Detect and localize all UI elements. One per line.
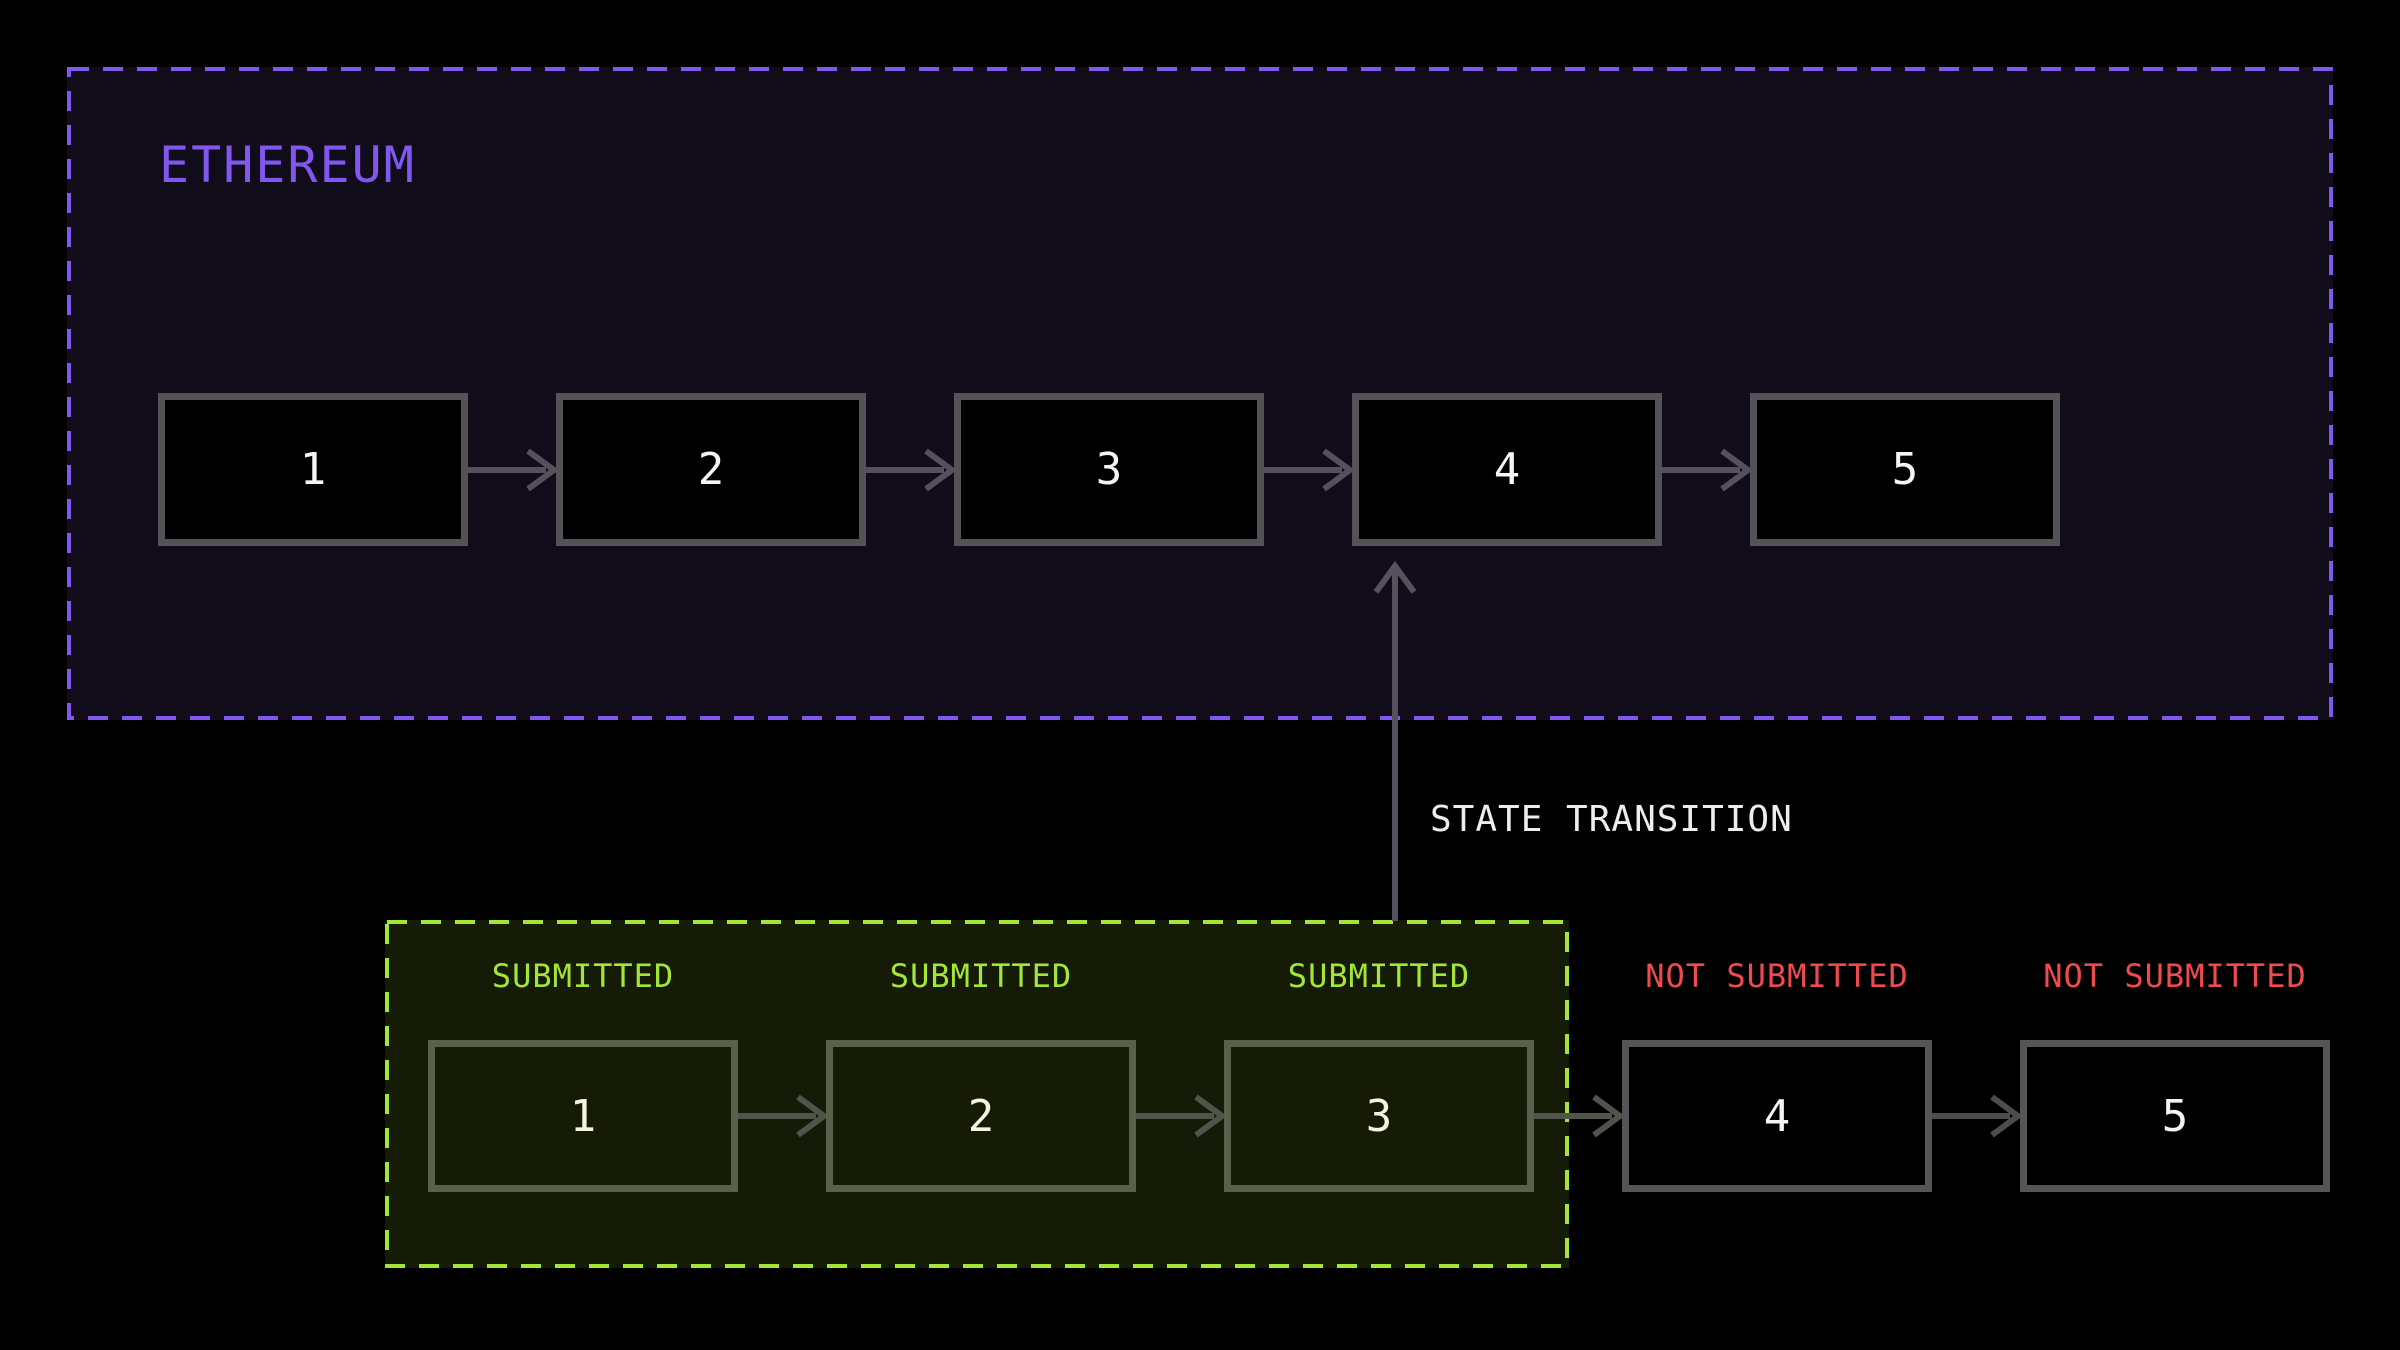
eth-block-3: 3 (954, 393, 1264, 546)
status-label-3: SUBMITTED (1287, 957, 1471, 995)
block-number: 4 (1493, 444, 1521, 495)
status-label-1: SUBMITTED (491, 957, 675, 995)
block-number: 2 (967, 1090, 995, 1142)
batch-block-5: 5 (2020, 1040, 2330, 1192)
block-number: 1 (569, 1090, 597, 1142)
ethereum-label: ETHEREUM (159, 136, 416, 194)
state-transition-label: STATE TRANSITION (1430, 799, 1793, 840)
batch-block-2: 2 (826, 1040, 1136, 1192)
block-number: 2 (697, 444, 725, 495)
status-label-4: NOT SUBMITTED (1645, 957, 1909, 995)
batch-block-1: 1 (428, 1040, 738, 1192)
block-number: 3 (1095, 444, 1123, 495)
eth-block-5: 5 (1750, 393, 2060, 546)
eth-block-2: 2 (556, 393, 866, 546)
batch-block-3: 3 (1224, 1040, 1534, 1192)
status-label-5: NOT SUBMITTED (2043, 957, 2307, 995)
eth-block-4: 4 (1352, 393, 1662, 546)
block-number: 4 (1763, 1090, 1791, 1142)
block-number: 1 (299, 444, 327, 495)
eth-block-1: 1 (158, 393, 468, 546)
status-label-2: SUBMITTED (889, 957, 1073, 995)
block-number: 3 (1365, 1090, 1393, 1142)
block-number: 5 (1891, 444, 1919, 495)
block-number: 5 (2161, 1090, 2189, 1142)
arrow-batch-4-5 (1932, 1094, 2024, 1138)
batch-block-4: 4 (1622, 1040, 1932, 1192)
